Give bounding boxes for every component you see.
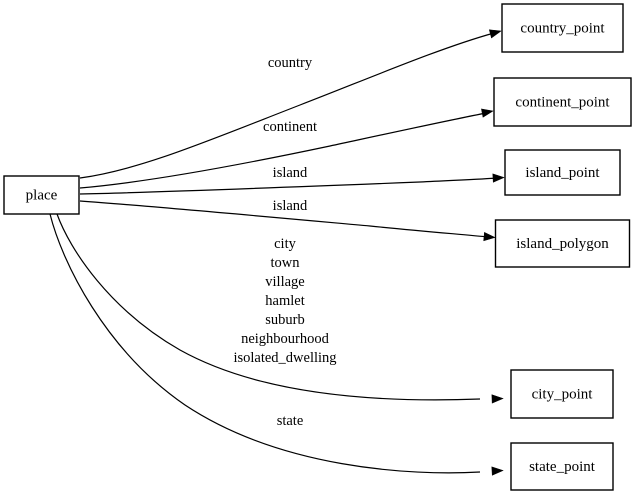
edge-labels-layer: country continent island island city town vill… — [233, 55, 336, 429]
edge-label-place-continent_point: continent — [263, 119, 317, 135]
edge-place-continent_point[interactable] — [79, 107, 494, 189]
node-label-place: place — [26, 187, 58, 203]
edge-label-place-island_point: island — [273, 165, 308, 181]
edge-line-place-country_point[interactable] — [79, 32, 495, 179]
arrowhead-place-island_point — [492, 173, 505, 183]
edge-place-island_polygon[interactable] — [79, 200, 496, 242]
edge-label-line: village — [265, 274, 304, 290]
node-box-state_point[interactable] — [510, 442, 614, 491]
edge-label-line: town — [271, 255, 301, 271]
arrowhead-place-state_point — [491, 466, 504, 476]
edge-label-line: state — [277, 413, 304, 429]
node-box-place[interactable] — [3, 175, 80, 215]
node-place[interactable]: place — [3, 175, 80, 215]
edges-layer — [49, 27, 505, 476]
edge-line-place-island_point[interactable] — [79, 177, 498, 195]
node-label-island_point: island_point — [525, 165, 600, 181]
edge-place-country_point[interactable] — [79, 27, 502, 179]
edge-label-place-state_point: state — [277, 413, 304, 429]
edge-place-island_point[interactable] — [79, 173, 505, 195]
edge-label-line: suburb — [265, 312, 304, 328]
node-state_point[interactable]: state_point — [510, 442, 614, 491]
node-label-state_point: state_point — [529, 459, 596, 475]
arrowhead-place-country_point — [488, 29, 502, 39]
node-box-city_point[interactable] — [510, 369, 614, 419]
node-island_polygon[interactable]: island_polygon — [494, 219, 631, 268]
edge-label-place-country_point: country — [268, 55, 313, 71]
edge-label-line: country — [268, 55, 313, 71]
arrowhead-place-island_polygon — [483, 231, 496, 242]
edge-line-place-state_point[interactable] — [49, 213, 481, 474]
edge-place-city_point[interactable] — [56, 213, 504, 404]
node-box-country_point[interactable] — [501, 3, 624, 53]
node-label-island_polygon: island_polygon — [516, 236, 609, 252]
node-label-country_point: country_point — [520, 20, 605, 36]
edge-label-line: continent — [263, 119, 317, 135]
edge-line-place-island_polygon[interactable] — [79, 200, 489, 238]
arrowhead-place-continent_point — [481, 108, 494, 118]
edge-label-place-city_point: city town village hamlet suburb neighbourhood… — [233, 236, 336, 366]
node-label-city_point: city_point — [532, 386, 594, 402]
edge-place-state_point[interactable] — [49, 213, 504, 476]
node-continent_point[interactable]: continent_point — [493, 77, 632, 127]
node-label-continent_point: continent_point — [515, 94, 610, 110]
node-city_point[interactable]: city_point — [510, 369, 614, 419]
edge-label-place-island_polygon: island — [273, 198, 308, 214]
edge-label-line: hamlet — [265, 293, 304, 309]
edge-label-line: isolated_dwelling — [233, 350, 336, 366]
node-box-continent_point[interactable] — [493, 77, 632, 127]
edge-label-line: island — [273, 165, 308, 181]
nodes-layer: place country_point continent_point island_… — [3, 3, 632, 491]
edge-label-line: island — [273, 198, 308, 214]
edge-line-place-continent_point[interactable] — [79, 112, 487, 189]
arrowhead-place-city_point — [491, 394, 504, 404]
edge-label-line: neighbourhood — [241, 331, 330, 347]
node-island_point[interactable]: island_point — [504, 149, 621, 196]
edge-line-place-city_point[interactable] — [56, 213, 481, 401]
edge-label-line: city — [274, 236, 296, 252]
node-box-island_polygon[interactable] — [494, 219, 631, 268]
node-country_point[interactable]: country_point — [501, 3, 624, 53]
node-box-island_point[interactable] — [504, 149, 621, 196]
